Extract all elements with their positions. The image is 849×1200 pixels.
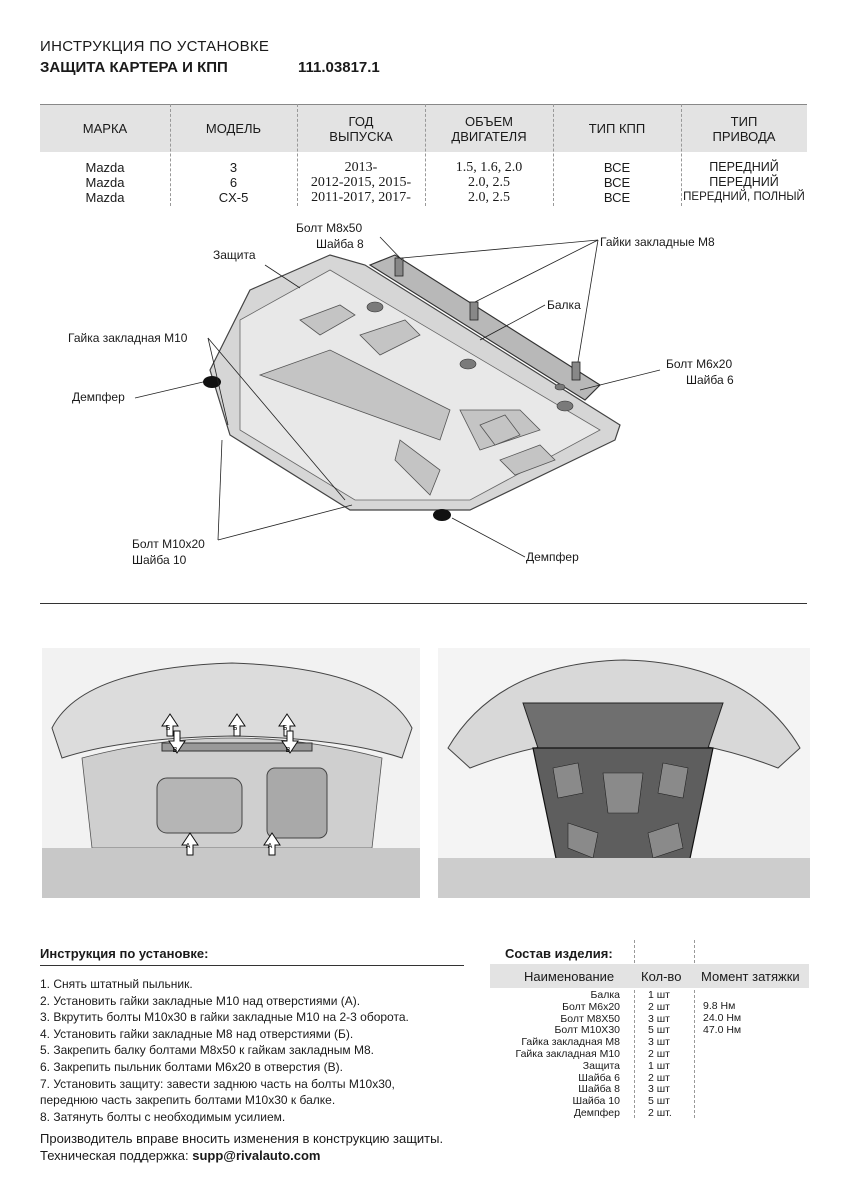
step-7-continued: переднюю часть закрепить болтами М10х30 … xyxy=(40,1093,336,1108)
col-model: МОДЕЛЬ xyxy=(205,121,262,136)
instruction-steps: 1. Снять штатный пыльник. 2. Установить … xyxy=(40,976,409,1125)
step-1: 1. Снять штатный пыльник. xyxy=(40,977,193,991)
product-code: 111.03817.1 xyxy=(298,59,380,76)
step-8: 8. Затянуть болты с необходимым усилием. xyxy=(40,1109,286,1124)
step-6: 6. Закрепить пыльник болтами М6х20 в отв… xyxy=(40,1059,343,1074)
mounting-markers xyxy=(161,713,299,856)
label-nuts-m8: Гайки закладные М8 xyxy=(600,235,715,249)
composition-header-row xyxy=(490,964,809,988)
label-bolt-m8: Болт М8х50 xyxy=(296,221,363,235)
support-label: Техническая поддержка: xyxy=(40,1148,189,1163)
footer-support: Техническая поддержка: supp@rivalauto.co… xyxy=(40,1148,320,1163)
label-bolt-m6: Болт М6х20 xyxy=(666,357,733,371)
vehicle-installed-photo xyxy=(438,648,810,898)
table-divider xyxy=(681,104,682,206)
marker-v: В xyxy=(173,747,178,754)
composition-title: Состав изделия: xyxy=(505,946,613,961)
marker-b: Б xyxy=(166,725,171,732)
label-washer-10: Шайба 10 xyxy=(132,553,187,567)
composition-divider xyxy=(634,940,635,1118)
step-7: 7. Установить защиту: завести заднюю час… xyxy=(40,1076,395,1091)
label-damper: Демпфер xyxy=(526,550,579,564)
step-2: 2. Установить гайки закладные М10 над от… xyxy=(40,993,361,1008)
table-divider xyxy=(170,104,171,206)
composition-header-torque: Момент затяжки xyxy=(701,969,800,984)
footer-note: Производитель вправе вносить изменения в… xyxy=(40,1131,444,1146)
step-5: 5. Закрепить балку болтами М8х50 к гайка… xyxy=(40,1043,375,1058)
composition-header-name: Наименование xyxy=(524,969,615,984)
marker-b: Б xyxy=(283,725,288,732)
instructions-underline xyxy=(40,965,464,966)
leader-lines xyxy=(134,236,661,558)
marker-v: В xyxy=(286,747,291,754)
composition-divider xyxy=(694,940,695,1118)
label-washer-8: Шайба 8 xyxy=(316,237,364,251)
document-title: ИНСТРУКЦИЯ ПО УСТАНОВКЕ xyxy=(40,38,270,55)
step-3: 3. Вкрутить болты М10х30 в гайки закладн… xyxy=(40,1010,409,1025)
product-name: ЗАЩИТА КАРТЕРА И КПП xyxy=(40,59,228,76)
damper-icon xyxy=(433,509,451,521)
shield-recesses xyxy=(258,304,556,496)
step-4: 4. Установить гайки закладные М8 над отв… xyxy=(40,1026,354,1041)
embedded-nuts-m8 xyxy=(394,257,581,381)
mounting-holes xyxy=(366,301,574,412)
exploded-diagram xyxy=(134,236,661,558)
marker-a: А xyxy=(186,843,191,850)
label-damper: Демпфер xyxy=(72,390,125,404)
support-email-link[interactable]: supp@rivalauto.com xyxy=(192,1148,321,1163)
spec-cell-year: 2013-2012-2015, 2015-2011-2017, 2017- xyxy=(310,160,412,205)
vehicle-underside-photo: Б Б Б В В А А xyxy=(42,648,420,898)
label-nut-m10: Гайка закладная М10 xyxy=(68,331,188,345)
label-beam: Балка xyxy=(547,298,581,312)
marker-b: Б xyxy=(233,725,238,732)
composition-header-qty: Кол-во xyxy=(641,969,682,984)
section-divider xyxy=(40,603,807,604)
label-washer-6: Шайба 6 xyxy=(686,373,734,387)
marker-a: А xyxy=(268,843,273,850)
col-gearbox: ТИП КПП xyxy=(588,121,646,136)
instructions-title: Инструкция по установке: xyxy=(40,946,209,961)
table-divider xyxy=(297,104,298,206)
label-shield: Защита xyxy=(213,248,256,262)
col-make: МАРКА xyxy=(82,121,128,136)
table-divider xyxy=(553,104,554,206)
damper-icon xyxy=(203,376,221,388)
table-divider xyxy=(425,104,426,206)
label-bolt-m10: Болт М10х20 xyxy=(132,537,205,551)
